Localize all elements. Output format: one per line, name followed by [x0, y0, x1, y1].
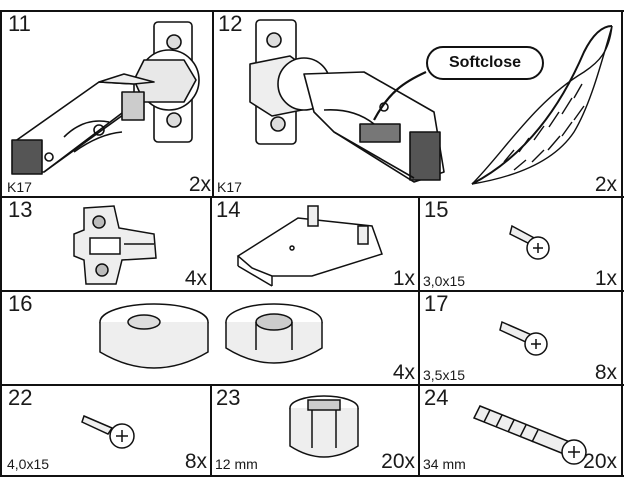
- part-cell-12: 12 K17 2x: [214, 12, 620, 196]
- screw-icon: [509, 224, 550, 260]
- part-label: 3,5x15: [423, 367, 466, 383]
- grid-line: [0, 290, 624, 292]
- part-cell-13: 13 4x: [4, 198, 210, 290]
- mounting-plate-icon: [73, 205, 157, 285]
- part-quantity: 2x: [188, 173, 211, 196]
- softclose-callout: Softclose: [426, 46, 544, 80]
- part-number: 14: [216, 197, 241, 222]
- dowel-bolt-icon: [472, 405, 587, 465]
- grid-line: [621, 10, 623, 477]
- part-cell-22: 22 4,0x15 8x: [4, 386, 210, 473]
- part-number: 22: [8, 385, 33, 410]
- part-cell-17: 17 3,5x15 8x: [420, 292, 620, 384]
- part-cell-23: 23 12 mm 20x: [212, 386, 418, 473]
- part-quantity: 4x: [184, 267, 207, 290]
- grid-line: [210, 384, 212, 477]
- part-quantity: 1x: [392, 267, 415, 290]
- part-quantity: 2x: [594, 173, 617, 196]
- grid-line: [0, 475, 624, 477]
- part-label: 34 mm: [423, 456, 466, 472]
- bracket-plate-icon: [236, 205, 383, 287]
- part-label: 4,0x15: [7, 456, 50, 472]
- grid-line: [212, 10, 214, 198]
- concealed-hinge-icon: [11, 21, 200, 175]
- part-cell-11: 11 K17 2x: [4, 12, 214, 196]
- grid-line: [210, 196, 212, 292]
- part-label: 3,0x15: [423, 273, 466, 289]
- part-number: 13: [8, 197, 33, 222]
- part-quantity: 8x: [594, 361, 617, 384]
- part-quantity: 20x: [583, 450, 617, 473]
- cam-lock-icon: [289, 395, 359, 458]
- part-quantity: 8x: [184, 450, 207, 473]
- grid-line: [0, 196, 624, 198]
- part-cell-24: 24 34 mm 20x: [420, 386, 620, 473]
- grid-line: [0, 10, 624, 12]
- part-label: K17: [217, 179, 242, 195]
- part-label: K17: [7, 179, 32, 195]
- part-cell-16: 16 4x: [4, 292, 418, 384]
- grid-line: [0, 10, 2, 477]
- part-number: 16: [8, 291, 33, 316]
- part-number: 11: [8, 11, 31, 36]
- part-number: 17: [424, 291, 449, 316]
- screw-icon: [499, 320, 548, 356]
- grid-line: [0, 384, 624, 386]
- part-cell-15: 15 3,0x15 1x: [420, 198, 620, 290]
- adjustable-foot-icon: [99, 303, 323, 369]
- part-quantity: 1x: [594, 267, 617, 290]
- screw-icon: [81, 414, 135, 449]
- part-label: 12 mm: [215, 456, 258, 472]
- part-number: 12: [218, 11, 243, 36]
- part-number: 24: [424, 385, 449, 410]
- part-number: 15: [424, 197, 449, 222]
- part-quantity: 20x: [381, 450, 415, 473]
- grid-line: [418, 196, 420, 477]
- part-cell-14: 14 1x: [212, 198, 418, 290]
- softclose-hinge-icon: [249, 19, 613, 185]
- feather-icon: [471, 25, 613, 185]
- part-quantity: 4x: [392, 361, 415, 384]
- part-number: 23: [216, 385, 241, 410]
